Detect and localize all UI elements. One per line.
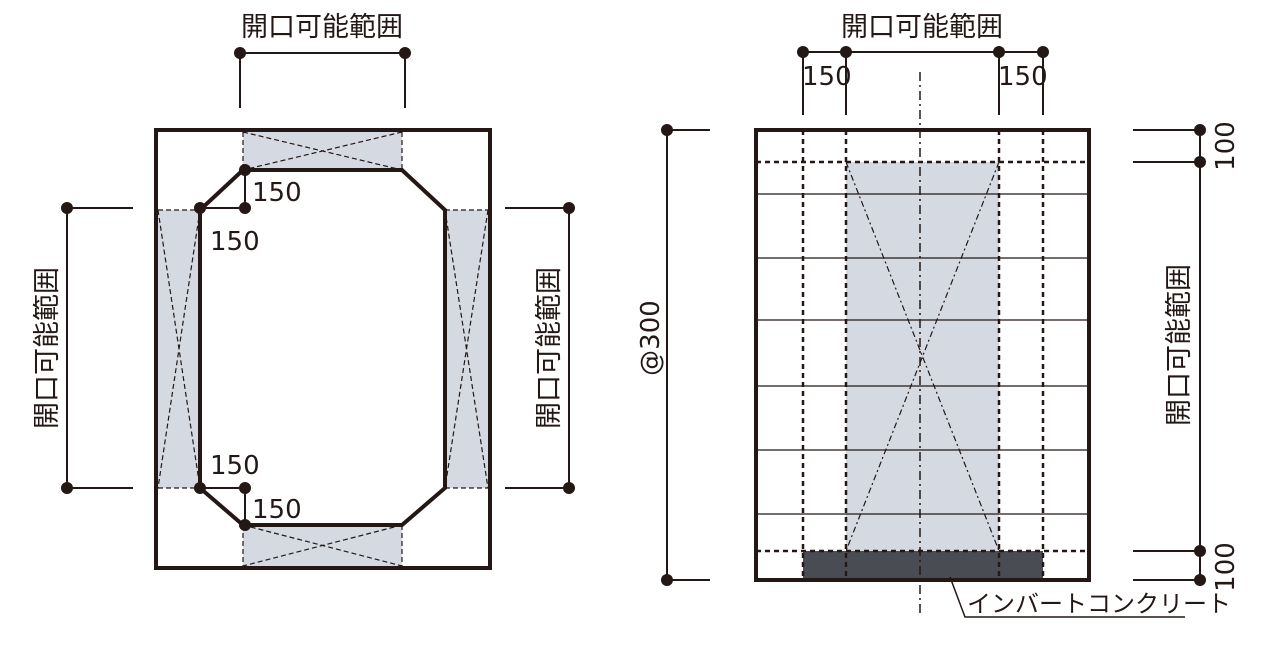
left-figure [61,47,575,570]
chamfer-dim: 150 [252,178,302,208]
right-top-label: 開口可能範囲 [841,12,1003,43]
left-side-label: 開口可能範囲 [32,267,63,429]
octagon-opening [198,168,447,527]
pitch-label: @300 [636,300,666,376]
invert-label: インバートコンクリート [967,590,1231,618]
chamfer-dim: 150 [252,495,302,525]
right-side-label: 開口可能範囲 [534,267,565,429]
invert-leader [949,576,1185,618]
right-range-label: 開口可能範囲 [1164,264,1195,426]
opening-area [846,162,999,551]
top-dim: 150 [998,62,1048,92]
chamfer-dim: 150 [210,451,260,481]
bottom-margin-dim: 100 [1211,542,1241,592]
outer-frame [154,128,492,570]
left-top-label: 開口可能範囲 [241,12,403,43]
invert-concrete [803,551,1043,580]
chamfer-dim: 150 [210,227,260,257]
top-dim: 150 [802,62,852,92]
top-margin-dim: 100 [1211,121,1241,171]
right-figure [661,46,1206,618]
outer-frame [754,128,1091,582]
